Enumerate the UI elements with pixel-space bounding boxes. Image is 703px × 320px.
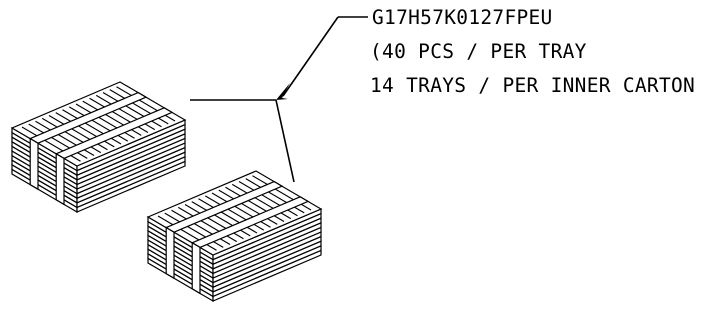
tray-stack-right xyxy=(146,170,323,303)
strap-side xyxy=(191,241,201,295)
strap-band xyxy=(54,107,174,206)
leader-arrowhead xyxy=(276,83,290,100)
part-number-label: G17H57K0127FPEU xyxy=(372,6,553,29)
strap-side xyxy=(29,137,39,191)
tray-stack-left xyxy=(10,81,187,214)
callout-leader xyxy=(190,16,368,183)
strap-side xyxy=(165,226,175,280)
strap-band xyxy=(190,196,310,295)
leader-diagonal xyxy=(282,16,339,97)
strap-band xyxy=(164,180,284,280)
strap-band xyxy=(28,91,148,191)
leader-to-right-stack xyxy=(275,99,295,183)
tray-quantity-label: (40 PCS / PER TRAY xyxy=(370,40,587,63)
carton-quantity-label: 14 TRAYS / PER INNER CARTON ) xyxy=(370,74,703,97)
strap-side xyxy=(55,152,65,206)
